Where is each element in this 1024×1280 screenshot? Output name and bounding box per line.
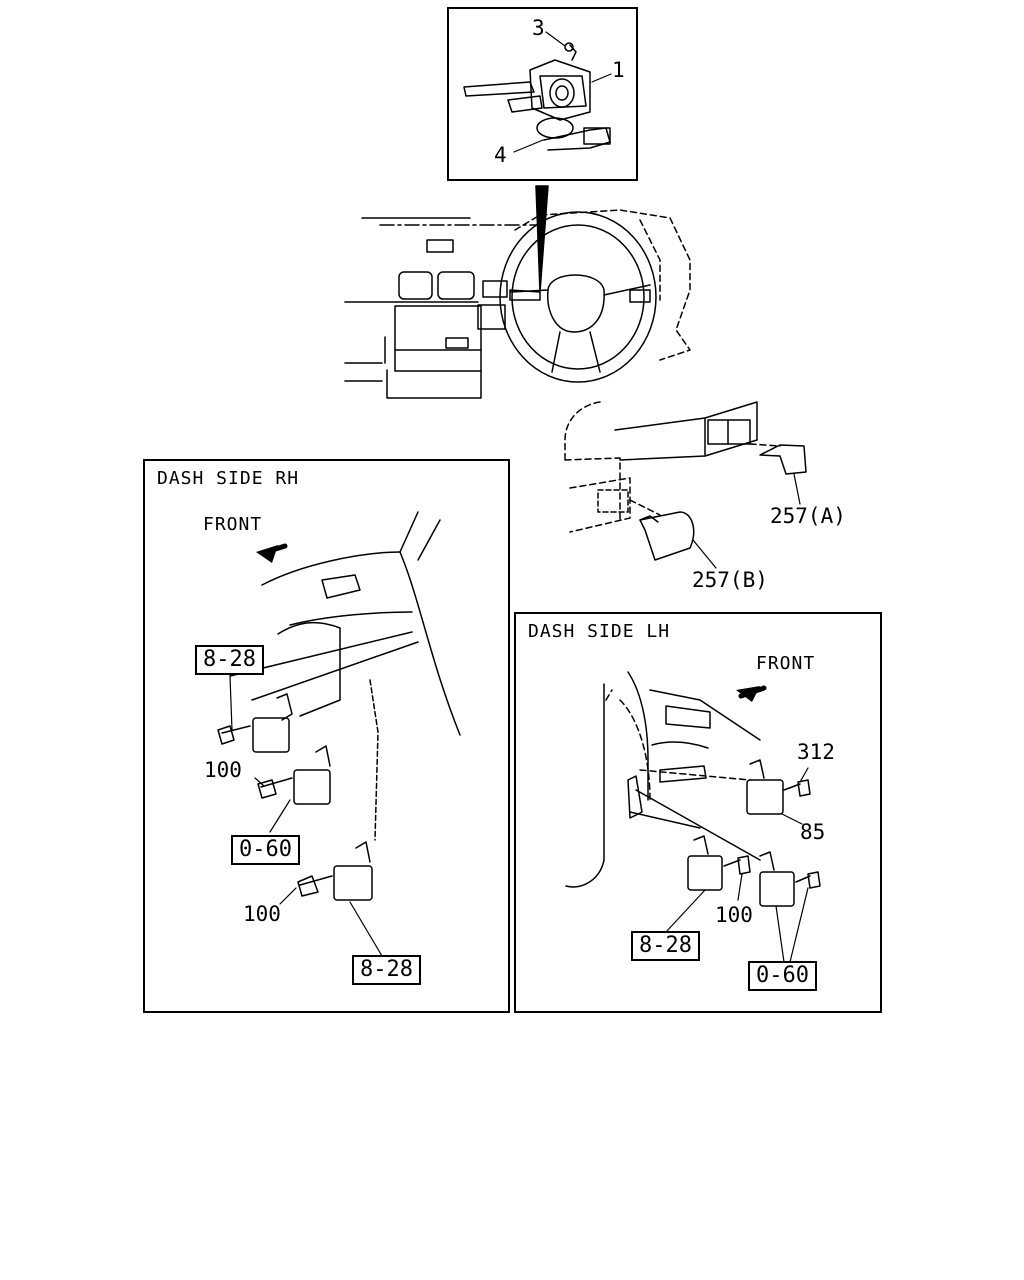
lh-relay-85: 85	[800, 820, 826, 844]
console-cover-drawing	[564, 401, 807, 561]
lh-panel-title: DASH SIDE LH	[528, 621, 671, 642]
rh-bolt-100-upper: 100	[204, 758, 242, 782]
rh-front-label: FRONT	[203, 514, 263, 535]
rh-ref-8-28-bottom: 8-28	[352, 955, 421, 985]
lh-ref-0-60: 0-60	[748, 961, 817, 991]
dash-side-rh-frame	[143, 459, 510, 1013]
callout-3: 3	[532, 16, 545, 40]
callout-257a: 257(A)	[770, 504, 846, 528]
dash-lh-drawing	[565, 671, 821, 907]
inset-combination-switch-frame	[447, 7, 638, 181]
callout-1: 1	[612, 58, 625, 82]
dash-rh-drawing	[217, 511, 461, 901]
lh-bolt-312: 312	[797, 740, 835, 764]
combination-switch-drawing	[463, 42, 611, 151]
leader-lines-rh	[229, 675, 383, 957]
lh-front-label: FRONT	[756, 653, 816, 674]
callout-4: 4	[494, 143, 507, 167]
rh-ref-8-28-top: 8-28	[195, 645, 264, 675]
callout-257b: 257(B)	[692, 568, 768, 592]
dash-side-lh-frame	[514, 612, 882, 1013]
leader-lines-covers	[692, 473, 801, 569]
rh-bolt-100-lower: 100	[243, 902, 281, 926]
leader-lines-top	[513, 31, 612, 153]
rh-panel-title: DASH SIDE RH	[157, 468, 300, 489]
leader-lines-lh	[665, 767, 809, 963]
dashboard-overview	[344, 209, 691, 399]
lh-bolt-100: 100	[715, 903, 753, 927]
lh-ref-8-28: 8-28	[631, 931, 700, 961]
rh-ref-0-60: 0-60	[231, 835, 300, 865]
